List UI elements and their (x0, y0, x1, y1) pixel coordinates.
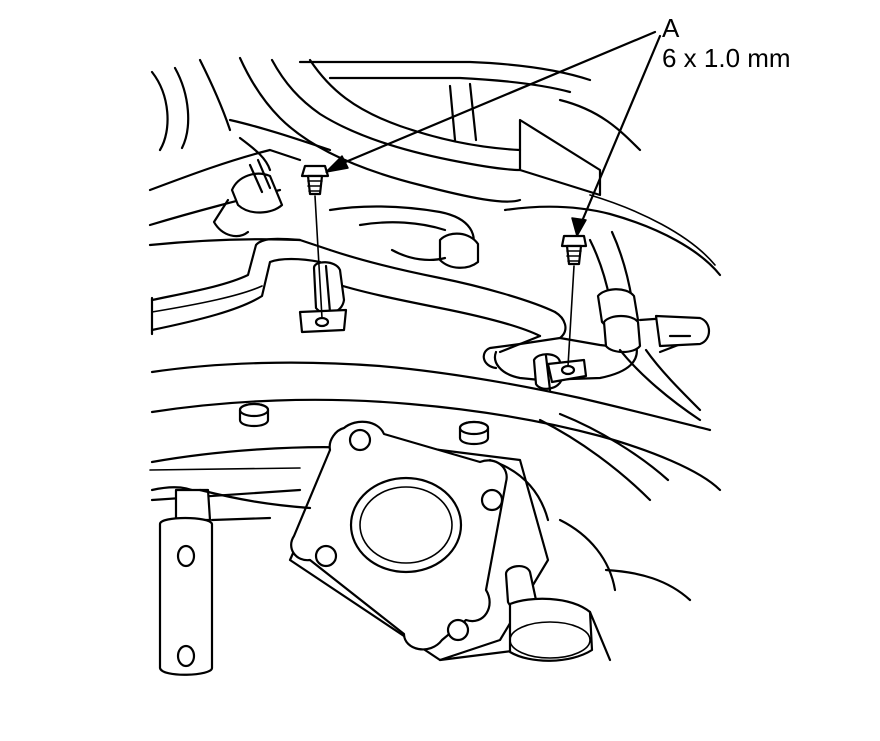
right-clamp (532, 353, 588, 392)
upper-hose-group (150, 56, 722, 277)
tube-assembly (150, 237, 638, 382)
callout-letter: A (662, 13, 680, 43)
right-hose-connector (588, 230, 711, 422)
bolt-right (560, 234, 588, 266)
alignment-lines (314, 195, 575, 367)
left-pipe-fitting (148, 118, 332, 247)
lower-left-connector (150, 486, 312, 676)
callout-spec: 6 x 1.0 mm (662, 43, 791, 73)
callout-leaders (325, 30, 662, 237)
lower-right-sensor (504, 565, 612, 662)
central-bracket (328, 205, 480, 269)
left-clamp (298, 261, 348, 334)
exhaust-flange (288, 420, 562, 662)
head-studs (238, 402, 490, 446)
cylinder-head-lower (149, 361, 722, 602)
bolt-left (300, 164, 330, 196)
